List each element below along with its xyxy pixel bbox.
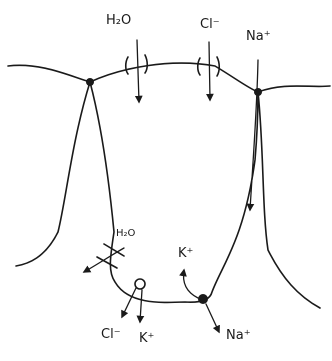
apical-chloride-channel [198, 42, 220, 100]
basolateral-chloride-out-label: Cl⁻ [101, 327, 121, 342]
apical-chloride-label: Cl⁻ [200, 17, 220, 32]
apical-membrane [8, 63, 330, 92]
cell-outline [90, 82, 258, 302]
basolateral-water-label: H₂O [116, 228, 136, 239]
apical-water-label: H₂O [106, 13, 131, 28]
basolateral-sodium-out-label: Na⁺ [226, 328, 251, 343]
basolateral-cotransporter [122, 279, 145, 322]
sodium-potassium-pump [184, 270, 219, 332]
apical-sodium-label: Na⁺ [246, 29, 271, 44]
basolateral-potassium-out-label: K⁺ [139, 331, 154, 346]
right-tight-junction [254, 88, 262, 96]
left-tight-junction [86, 78, 94, 86]
basolateral-potassium-up-label: K⁺ [178, 246, 193, 261]
right-neighbor-cell-wall [258, 92, 320, 308]
apical-water-channel [126, 40, 148, 102]
basolateral-water-channel [84, 244, 124, 272]
left-neighbor-cell-wall [16, 82, 90, 266]
